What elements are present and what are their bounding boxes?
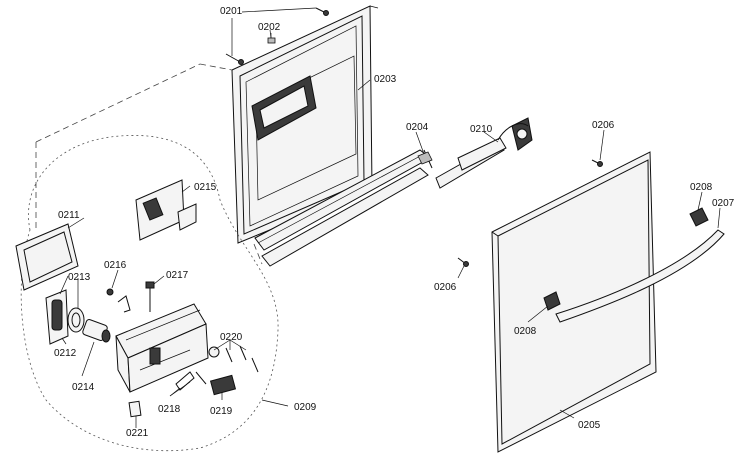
label-0213: 0213 [68, 272, 91, 283]
label-0206-left: 0206 [434, 282, 457, 293]
control-frame-0211 [15, 223, 79, 291]
label-0201: 0201 [220, 6, 243, 17]
label-0206-top: 0206 [592, 120, 615, 131]
clip-0202 [267, 33, 276, 44]
label-0221: 0221 [126, 428, 149, 439]
label-0215: 0215 [194, 182, 217, 193]
label-0219: 0219 [210, 406, 233, 417]
sensor-0217 [145, 281, 155, 312]
label-0212: 0212 [54, 348, 77, 359]
interior-piece-0215 [135, 179, 197, 241]
part-labels: 0201 0202 0203 0204 0210 0206 0208 0207 … [54, 6, 735, 439]
bottom-seal-0204 [254, 149, 433, 267]
label-0203: 0203 [374, 74, 397, 85]
label-0216: 0216 [104, 260, 127, 271]
springs-0220 [208, 345, 259, 373]
label-0220: 0220 [220, 332, 243, 343]
end-cap-0208-bottom [543, 291, 561, 311]
label-0208-top: 0208 [690, 182, 713, 193]
spring-0216 [106, 288, 131, 313]
label-0211: 0211 [58, 210, 80, 221]
label-0214: 0214 [72, 382, 95, 393]
label-0202: 0202 [258, 22, 281, 33]
ring-0213 [67, 307, 85, 333]
label-0208-bottom: 0208 [514, 326, 537, 337]
label-0204: 0204 [406, 122, 429, 133]
outer-door-panel-0205 [491, 151, 657, 453]
label-0218: 0218 [158, 404, 181, 415]
label-0209: 0209 [294, 402, 317, 413]
inner-door-panel [231, 5, 379, 244]
screw-0206-top [591, 159, 603, 167]
screw-0206-left [457, 257, 469, 267]
module-group-outline-0209 [20, 135, 279, 452]
handle-0207 [555, 229, 725, 323]
end-cap-0208-top [689, 207, 709, 227]
selector-0212 [45, 289, 69, 345]
label-0217: 0217 [166, 270, 189, 281]
label-0210: 0210 [470, 124, 493, 135]
leader-lines [59, 7, 721, 428]
label-0205: 0205 [578, 420, 601, 431]
relay-0219 [209, 374, 237, 396]
clips-0218 [175, 371, 207, 391]
bracket-0221 [128, 400, 142, 418]
guide-lines [35, 63, 263, 265]
knob-0214 [82, 319, 111, 343]
electronic-module [115, 303, 209, 393]
label-0207: 0207 [712, 198, 735, 209]
screws-0201 [225, 7, 329, 65]
hinge-0210 [435, 117, 533, 189]
